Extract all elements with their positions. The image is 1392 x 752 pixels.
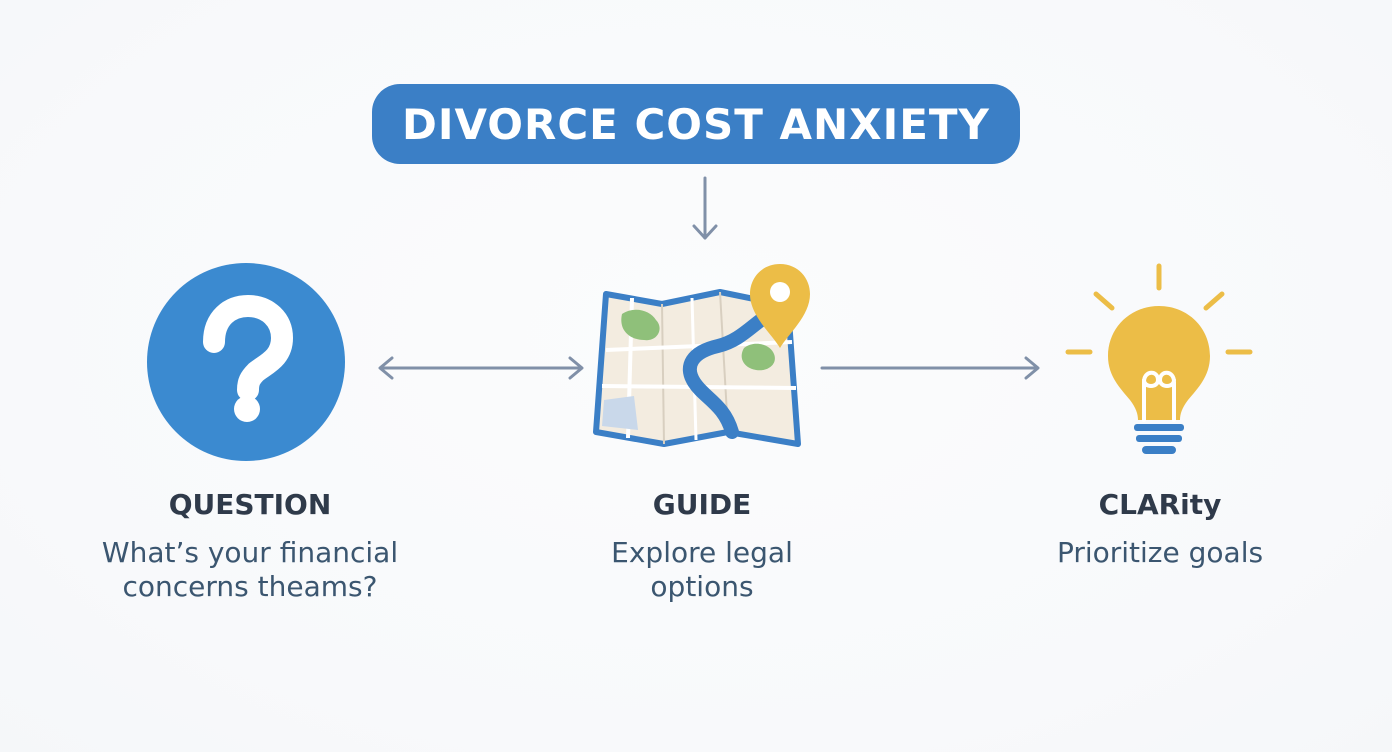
step-desc-line: Explore legal bbox=[611, 536, 793, 569]
step-desc-line: Prioritize goals bbox=[1056, 536, 1264, 569]
step-desc-question: What’s your financial concerns theams? bbox=[60, 536, 440, 604]
map-icon bbox=[593, 264, 810, 447]
step-title-guide: GUIDE bbox=[652, 488, 752, 521]
step-desc-line: What’s your financial bbox=[101, 536, 399, 569]
title-banner: DIVORCE COST ANXIETY bbox=[372, 84, 1020, 164]
step-title-question: QUESTION bbox=[168, 488, 332, 521]
down-arrow-icon bbox=[692, 176, 718, 240]
question-mark-icon bbox=[147, 263, 345, 461]
step-desc-line: concerns theams? bbox=[122, 570, 378, 603]
step-desc-clarity: Prioritize goals bbox=[970, 536, 1350, 570]
step-desc-line: options bbox=[650, 570, 754, 603]
lightbulb-icon bbox=[1065, 263, 1253, 454]
step-desc-guide: Explore legal options bbox=[512, 536, 892, 604]
double-arrow-icon bbox=[378, 356, 584, 380]
right-arrow-icon bbox=[820, 356, 1040, 380]
banner-title: DIVORCE COST ANXIETY bbox=[402, 99, 990, 149]
step-title-clarity: CLARity bbox=[1098, 488, 1222, 521]
